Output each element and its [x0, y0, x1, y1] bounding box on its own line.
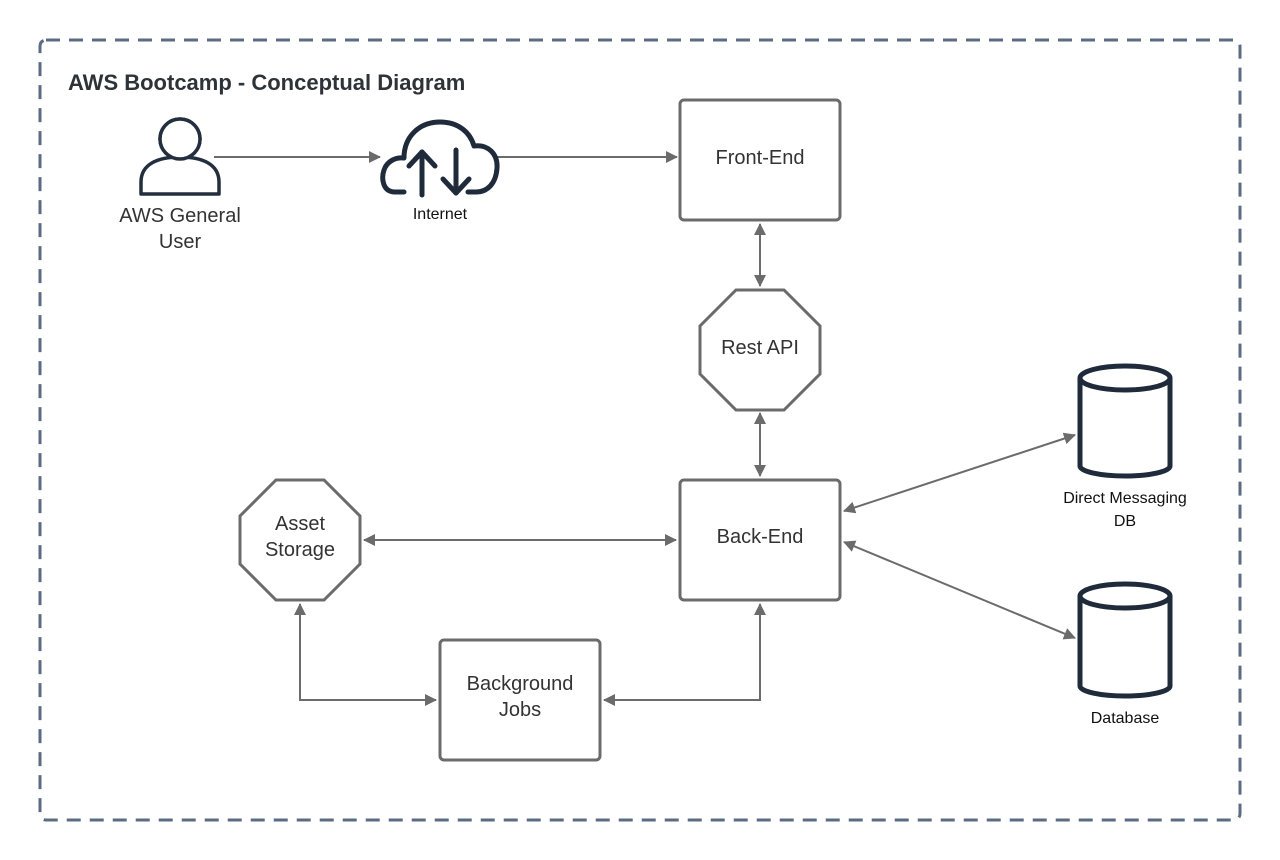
internet-label: Internet [413, 206, 468, 223]
frontend-label: Front-End [716, 147, 805, 169]
database-label: Database [1091, 710, 1160, 727]
user-node: AWS General User [119, 117, 241, 253]
diagram-title: AWS Bootcamp - Conceptual Diagram [68, 70, 465, 95]
user-label-line2: User [159, 231, 202, 253]
direct-messaging-db-node: Direct Messaging DB [1063, 363, 1187, 530]
frontend-node: Front-End [678, 98, 842, 222]
edge-backend-database [843, 540, 1076, 640]
internet-node: Internet [380, 119, 500, 223]
restapi-label: Rest API [721, 337, 799, 359]
database-icon [1077, 581, 1173, 699]
background-jobs-node: Background Jobs [438, 638, 602, 762]
restapi-node: Rest API [698, 288, 822, 412]
cloud-upload-download-icon [380, 119, 500, 198]
asset-storage-label-line1: Asset [275, 513, 325, 535]
background-jobs-label-line2: Jobs [499, 699, 541, 721]
direct-messaging-db-label-line2: DB [1114, 513, 1136, 530]
asset-storage-label-line2: Storage [265, 539, 335, 561]
user-icon [139, 117, 221, 196]
database-node: Database [1077, 581, 1173, 727]
edge-asset-jobs [294, 603, 437, 706]
edge-jobs-backend [603, 603, 766, 706]
background-jobs-label-line1: Background [467, 673, 574, 695]
edge-backend-dmdb [843, 432, 1076, 514]
diagram-container-border [38, 38, 1242, 822]
asset-storage-node: Asset Storage [238, 478, 362, 602]
database-icon [1077, 363, 1173, 479]
backend-label: Back-End [717, 526, 804, 548]
user-label-line1: AWS General [119, 205, 241, 227]
backend-node: Back-End [678, 478, 842, 602]
direct-messaging-db-label-line1: Direct Messaging [1063, 490, 1187, 507]
